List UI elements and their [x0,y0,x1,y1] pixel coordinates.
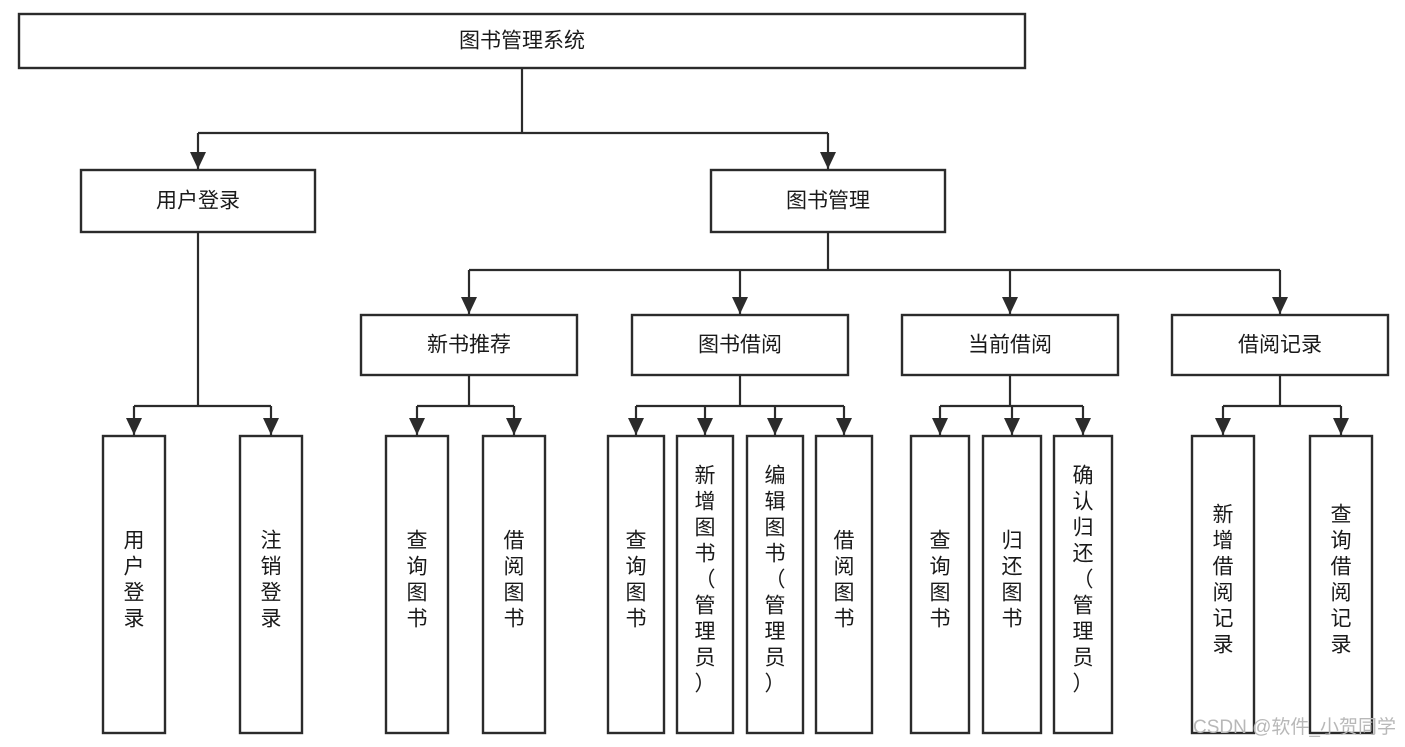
node-label-current-borrow: 当前借阅 [968,334,1052,357]
node-box-borrow-record [1170,313,1390,377]
arrowhead-leaf-query-book-1 [409,418,425,435]
node-box-leaf-query-record [1308,434,1374,735]
arrowhead-leaf-query-book-3 [932,418,948,435]
node-label-new-book-recommend: 新书推荐 [427,334,511,357]
node-leaf-add-record[interactable]: 新增借阅记录 [1190,434,1256,735]
arrowhead-leaf-confirm-return [1075,418,1091,435]
node-current-borrow[interactable]: 当前借阅 [900,313,1120,377]
node-leaf-return-book[interactable]: 归还图书 [981,434,1043,735]
node-box-leaf-return-book [981,434,1043,735]
node-leaf-query-book-3[interactable]: 查询图书 [909,434,971,735]
node-box-root [17,12,1027,70]
node-leaf-add-book[interactable]: 新增图书（管理员） [675,434,735,735]
arrowhead-book-manage [820,152,836,169]
node-label-book-borrow: 图书借阅 [698,334,782,357]
node-leaf-query-record[interactable]: 查询借阅记录 [1308,434,1374,735]
node-label-leaf-query-book-1: 查询图书 [407,530,428,631]
arrowhead-leaf-add-record [1215,418,1231,435]
node-label-leaf-borrow-book-1: 借阅图书 [504,530,525,631]
node-label-leaf-borrow-book-2: 借阅图书 [834,530,855,631]
node-label-leaf-user-logout: 注销登录 [261,530,282,631]
node-label-leaf-user-login: 用户登录 [124,530,145,631]
node-box-leaf-confirm-return [1052,434,1114,735]
arrowhead-borrow-record [1272,297,1288,314]
arrowhead-leaf-add-book [697,418,713,435]
arrowhead-book-borrow [732,297,748,314]
arrowhead-current-borrow [1002,297,1018,314]
node-leaf-edit-book[interactable]: 编辑图书（管理员） [745,434,805,735]
node-label-user-login: 用户登录 [156,190,240,213]
node-label-leaf-query-record: 查询借阅记录 [1331,504,1352,657]
node-box-book-manage [709,168,947,234]
node-box-current-borrow [900,313,1120,377]
node-label-leaf-query-book-3: 查询图书 [930,530,951,631]
node-label-leaf-confirm-return: 确认归还（管理员） [1073,465,1094,696]
node-new-book-recommend[interactable]: 新书推荐 [359,313,579,377]
node-label-leaf-edit-book: 编辑图书（管理员） [765,465,786,696]
node-label-leaf-query-book-2: 查询图书 [626,530,647,631]
node-leaf-borrow-book-1[interactable]: 借阅图书 [481,434,547,735]
arrowhead-new-book-recommend [461,297,477,314]
node-label-borrow-record: 借阅记录 [1238,334,1322,357]
node-box-leaf-user-login [101,434,167,735]
node-box-leaf-query-book-2 [606,434,666,735]
node-book-borrow[interactable]: 图书借阅 [630,313,850,377]
node-box-leaf-query-book-3 [909,434,971,735]
node-box-leaf-query-book-1 [384,434,450,735]
node-box-leaf-add-record [1190,434,1256,735]
node-box-leaf-borrow-book-2 [814,434,874,735]
node-book-manage[interactable]: 图书管理 [709,168,947,234]
node-label-root: 图书管理系统 [459,30,585,53]
node-label-leaf-add-record: 新增借阅记录 [1213,504,1234,657]
node-box-book-borrow [630,313,850,377]
node-user-login[interactable]: 用户登录 [79,168,317,234]
node-layer: 图书管理系统用户登录图书管理新书推荐图书借阅当前借阅借阅记录用户登录注销登录查询… [17,12,1390,735]
node-leaf-query-book-2[interactable]: 查询图书 [606,434,666,735]
node-borrow-record[interactable]: 借阅记录 [1170,313,1390,377]
arrowhead-leaf-query-record [1333,418,1349,435]
arrowhead-leaf-borrow-book-2 [836,418,852,435]
arrowhead-leaf-edit-book [767,418,783,435]
arrowhead-leaf-return-book [1004,418,1020,435]
node-label-leaf-return-book: 归还图书 [1002,530,1023,631]
node-box-leaf-user-logout [238,434,304,735]
node-leaf-user-login[interactable]: 用户登录 [101,434,167,735]
arrowhead-leaf-user-logout [263,418,279,435]
node-box-user-login [79,168,317,234]
arrowhead-leaf-query-book-2 [628,418,644,435]
arrowhead-user-login [190,152,206,169]
node-box-leaf-borrow-book-1 [481,434,547,735]
node-label-leaf-add-book: 新增图书（管理员） [695,465,716,696]
node-box-leaf-edit-book [745,434,805,735]
node-box-leaf-add-book [675,434,735,735]
node-leaf-user-logout[interactable]: 注销登录 [238,434,304,735]
connector-layer [126,68,1349,435]
node-leaf-confirm-return[interactable]: 确认归还（管理员） [1052,434,1114,735]
node-label-book-manage: 图书管理 [786,190,870,213]
node-leaf-query-book-1[interactable]: 查询图书 [384,434,450,735]
arrowhead-leaf-user-login [126,418,142,435]
arrowhead-leaf-borrow-book-1 [506,418,522,435]
node-leaf-borrow-book-2[interactable]: 借阅图书 [814,434,874,735]
node-root[interactable]: 图书管理系统 [17,12,1027,70]
watermark-label: CSDN @软件_小贺同学 [1193,716,1396,738]
node-box-new-book-recommend [359,313,579,377]
